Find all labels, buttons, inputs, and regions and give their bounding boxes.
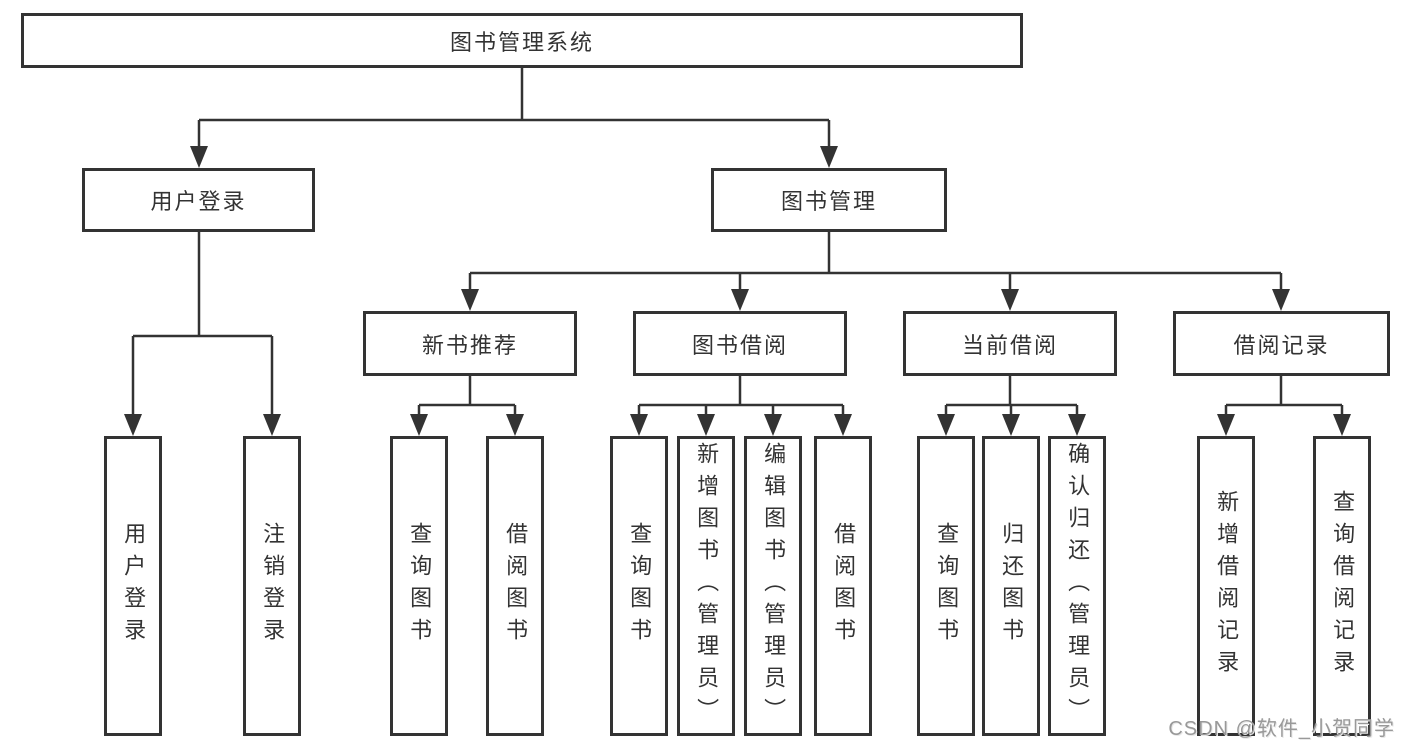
- node-label: 借阅记录: [1233, 332, 1330, 358]
- leaf-add-borrow-record: 新增借阅记录: [1197, 436, 1255, 736]
- node-label: 图书管理: [780, 189, 877, 214]
- node-label: 用户登录: [150, 189, 247, 214]
- node-label: 新增图书（管理员）: [694, 442, 720, 730]
- node-label: 新书推荐: [421, 332, 518, 358]
- leaf-query-books-current: 查询图书: [917, 436, 975, 736]
- leaf-return-books: 归还图书: [982, 436, 1040, 736]
- node-label: 查询图书: [934, 522, 960, 650]
- node-borrow-records: 借阅记录: [1173, 311, 1390, 376]
- node-label: 用户登录: [121, 522, 147, 650]
- node-new-book-recommend: 新书推荐: [363, 311, 577, 376]
- leaf-query-borrow-record: 查询借阅记录: [1313, 436, 1371, 736]
- csdn-watermark: CSDN @软件_小贺同学: [1168, 718, 1395, 740]
- node-label: 编辑图书（管理员）: [761, 442, 787, 730]
- node-label: 查询图书: [407, 522, 433, 650]
- node-label: 查询图书: [627, 522, 653, 650]
- node-label: 新增借阅记录: [1214, 490, 1240, 682]
- node-label: 借阅图书: [831, 522, 857, 650]
- leaf-confirm-return-admin: 确认归还（管理员）: [1048, 436, 1106, 736]
- node-label: 图书借阅: [691, 332, 788, 358]
- node-library-system: 图书管理系统: [21, 13, 1023, 68]
- leaf-edit-books-admin: 编辑图书（管理员）: [744, 436, 802, 736]
- leaf-query-books-borrow: 查询图书: [610, 436, 668, 736]
- node-label: 图书管理系统: [449, 29, 594, 55]
- node-label: 查询借阅记录: [1330, 490, 1356, 682]
- node-label: 当前借阅: [961, 332, 1058, 358]
- leaf-add-books-admin: 新增图书（管理员）: [677, 436, 735, 736]
- leaf-borrow-books-recommend: 借阅图书: [486, 436, 544, 736]
- leaf-borrow-books: 借阅图书: [814, 436, 872, 736]
- leaf-user-login: 用户登录: [104, 436, 162, 736]
- node-label: 借阅图书: [503, 522, 529, 650]
- leaf-query-books-recommend: 查询图书: [390, 436, 448, 736]
- arrowhead-icons: [124, 146, 1351, 436]
- node-book-management: 图书管理: [711, 168, 947, 232]
- node-label: 归还图书: [999, 522, 1025, 650]
- node-user-login: 用户登录: [82, 168, 315, 232]
- node-current-borrow: 当前借阅: [903, 311, 1117, 376]
- leaf-logout: 注销登录: [243, 436, 301, 736]
- node-label: 注销登录: [260, 522, 286, 650]
- node-book-borrow: 图书借阅: [633, 311, 847, 376]
- node-label: 确认归还（管理员）: [1065, 442, 1091, 730]
